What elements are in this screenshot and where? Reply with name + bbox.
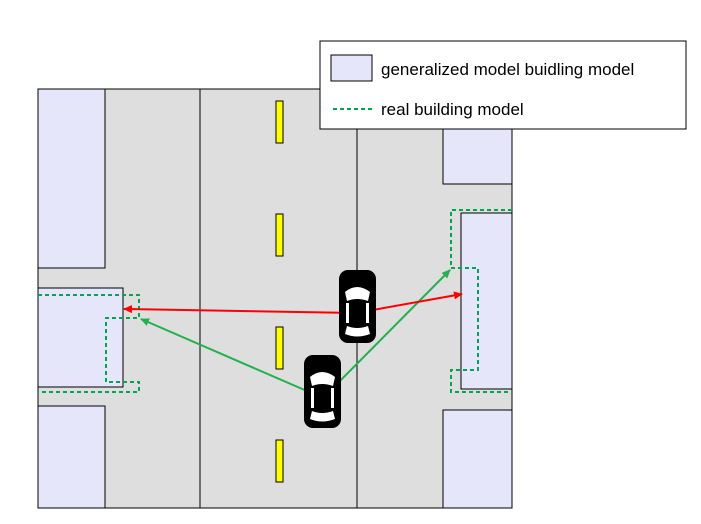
building-mid-left xyxy=(37,287,124,388)
real-building-outline-right xyxy=(450,209,512,393)
car-top-view-icon xyxy=(304,355,341,428)
red-direct-path-left xyxy=(123,305,357,314)
building-bottom-left xyxy=(37,405,106,509)
green-reflection-path-left xyxy=(140,318,324,399)
legend-generalized-swatch xyxy=(330,54,373,82)
green-reflection-path-right xyxy=(322,269,451,399)
car-top-view-icon xyxy=(339,270,376,343)
building-top-left xyxy=(37,88,106,269)
legend-box xyxy=(319,40,687,130)
legend-generalized-label: generalized model buidling model xyxy=(381,60,634,79)
legend-real-label: real building model xyxy=(381,100,524,119)
lane-marker xyxy=(275,100,284,144)
lane-marker xyxy=(275,213,284,257)
real-building-outline-left xyxy=(38,294,140,393)
lane-marker xyxy=(275,439,284,483)
building-bottom-right xyxy=(442,409,513,509)
building-mid-right xyxy=(460,212,513,390)
legend: generalized model buidling model real bu… xyxy=(319,40,687,130)
center-lane-markers xyxy=(275,100,284,483)
lane-marker xyxy=(275,326,284,370)
